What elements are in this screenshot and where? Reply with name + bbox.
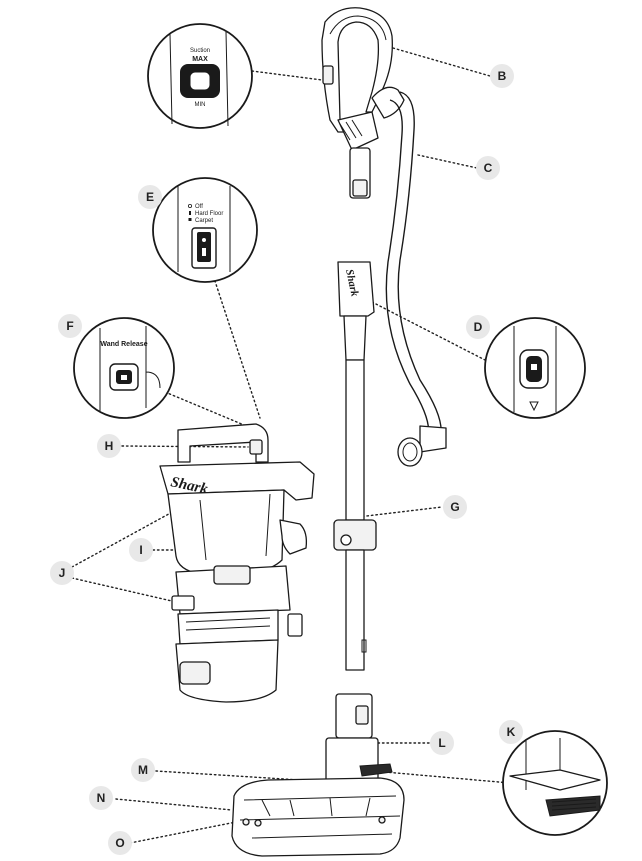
svg-text:B: B	[498, 69, 507, 83]
label-n: N	[89, 786, 113, 810]
leader-m	[155, 770, 301, 781]
canister-pod: Shark	[159, 423, 315, 703]
mode-switch	[197, 232, 211, 262]
svg-text:M: M	[138, 763, 148, 777]
leader-o	[129, 821, 237, 844]
leader-b	[392, 47, 491, 77]
wand-brand-logo: Shark	[343, 268, 361, 298]
leader-e	[211, 271, 261, 419]
leader-n	[115, 798, 233, 811]
label-g: G	[443, 495, 467, 519]
leader-d	[371, 301, 486, 361]
label-j: J	[50, 561, 74, 585]
leader-k	[384, 771, 511, 784]
svg-text:L: L	[438, 736, 445, 750]
label-o: O	[108, 831, 132, 855]
suction-title: Suction	[190, 48, 210, 54]
svg-text:K: K	[507, 725, 516, 739]
suction-max-label: MAX	[192, 56, 208, 63]
svg-text:E: E	[146, 190, 154, 204]
inset-mode-switch: Off Hard Floor Carpet	[152, 177, 258, 283]
floor-nozzle	[231, 693, 405, 857]
label-m: M	[131, 758, 155, 782]
handle	[321, 7, 405, 199]
svg-text:O: O	[115, 836, 124, 850]
mode-off-label: Off	[195, 204, 203, 210]
inset-nozzle-pedal	[502, 730, 608, 836]
pod-brand-logo: Shark	[169, 474, 210, 498]
svg-text:H: H	[105, 439, 114, 453]
leader-b-inset	[251, 70, 323, 81]
flexible-hose	[385, 91, 447, 467]
leader-c	[417, 154, 478, 169]
svg-text:N: N	[97, 791, 106, 805]
leader-g	[357, 506, 443, 518]
label-c: C	[476, 156, 500, 180]
svg-text:F: F	[66, 319, 73, 333]
label-d: D	[466, 315, 490, 339]
leader-j2	[71, 577, 177, 603]
leader-j1	[71, 509, 177, 568]
label-e: E	[138, 185, 162, 209]
inset-suction-control: Suction MAX MIN	[147, 23, 253, 129]
label-i: I	[129, 538, 153, 562]
label-k: K	[499, 720, 523, 744]
svg-text:G: G	[450, 500, 459, 514]
wand: Shark	[333, 261, 377, 671]
labels: B C D E F G H I J K L M N O	[50, 64, 523, 855]
mode-carpet-label: Carpet	[195, 218, 213, 224]
label-h: H	[97, 434, 121, 458]
leader-lines	[71, 47, 511, 844]
inset-wand-button	[484, 317, 586, 419]
wand-release-title: Wand Release	[100, 341, 147, 348]
label-l: L	[430, 731, 454, 755]
suction-min-label: MIN	[195, 102, 206, 108]
label-f: F	[58, 314, 82, 338]
svg-text:C: C	[484, 161, 493, 175]
inset-wand-release: Wand Release	[73, 317, 175, 419]
svg-text:J: J	[59, 566, 66, 580]
mode-hard-floor-label: Hard Floor	[195, 211, 223, 217]
label-b: B	[490, 64, 514, 88]
leader-f	[164, 391, 245, 426]
svg-text:D: D	[474, 320, 483, 334]
svg-text:I: I	[139, 543, 142, 557]
